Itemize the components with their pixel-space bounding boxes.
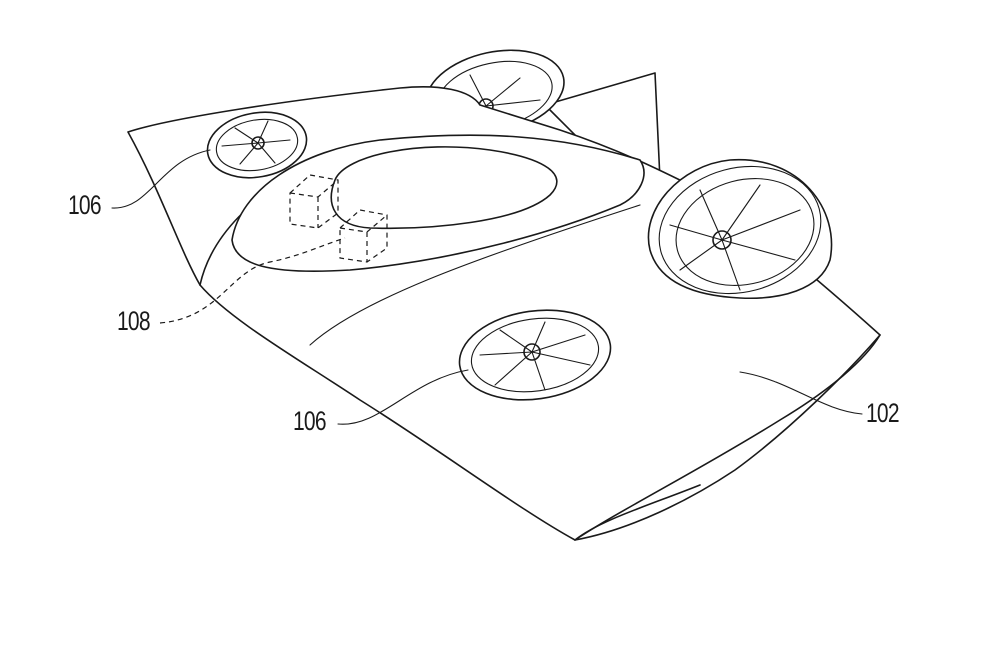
leader-storage [159, 237, 346, 324]
leader-fan-left [111, 149, 211, 209]
right-fan [647, 159, 833, 300]
left-fan [206, 111, 308, 179]
label-fan-center: 106 [293, 406, 327, 436]
center-fan [458, 309, 612, 401]
label-body: 102 [866, 398, 900, 428]
leader-body [739, 371, 863, 415]
canopy [231, 134, 645, 273]
storage-compartments [289, 174, 388, 263]
canopy-window [330, 146, 558, 230]
label-storage: 108 [117, 306, 151, 336]
leader-fan-center [337, 369, 469, 425]
label-fan-left: 106 [68, 190, 102, 220]
